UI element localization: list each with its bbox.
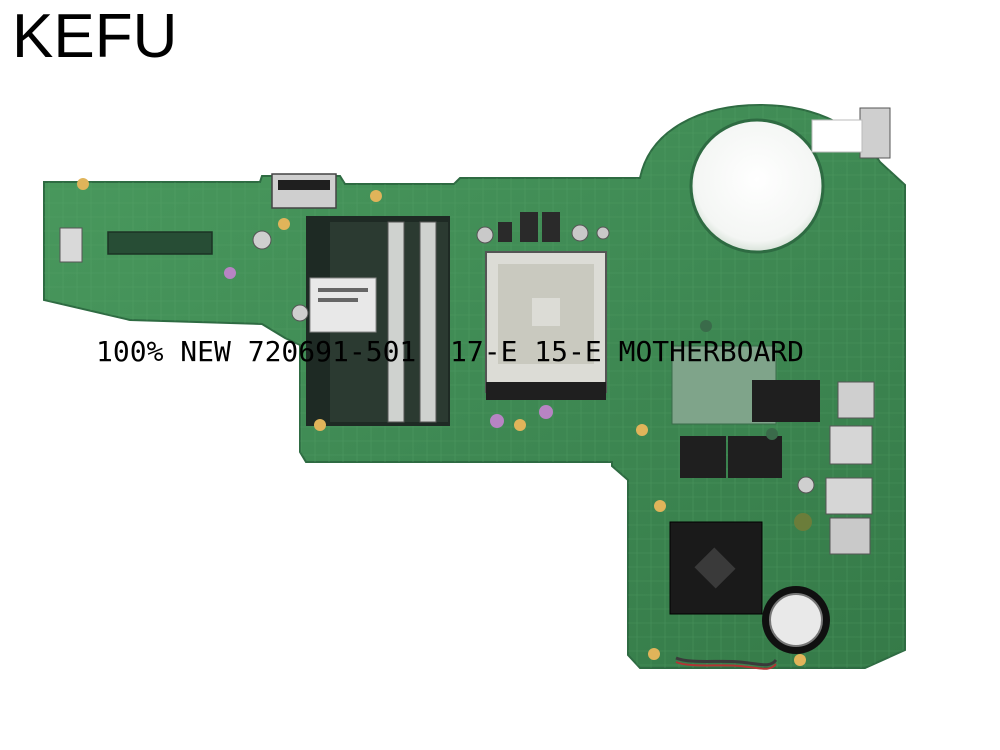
brand-logo-text: KEFU (12, 2, 178, 71)
usb-port-1 (829, 425, 873, 465)
audio-jack (829, 517, 871, 555)
wifi-slot (107, 231, 213, 255)
fan-cutout (689, 118, 825, 254)
ram-slot-1 (387, 221, 405, 423)
sata-connector (271, 173, 337, 209)
product-caption: 100% NEW 720691-501 17-E 15-E MOTHERBOAR… (96, 335, 805, 368)
usb-port-2 (825, 477, 873, 515)
hdmi-port (837, 381, 875, 419)
vga-connector (859, 107, 891, 159)
ram-slot-2 (419, 221, 437, 423)
